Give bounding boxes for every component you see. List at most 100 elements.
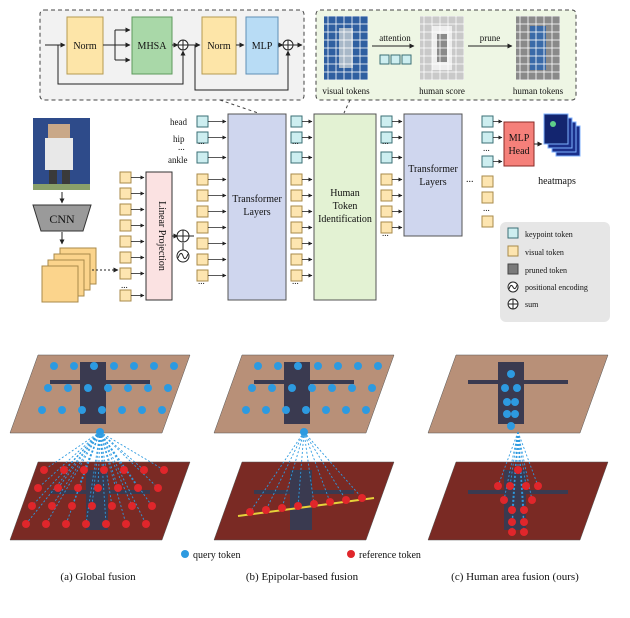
reference-token (358, 494, 366, 502)
query-token (130, 362, 138, 370)
visual-token (196, 253, 209, 266)
query-token (507, 422, 515, 430)
query-token (322, 406, 330, 414)
query-token (248, 384, 256, 392)
cnn-block (32, 204, 92, 232)
legend-visual-swatch (507, 245, 519, 257)
reference-token (122, 520, 130, 528)
reference-token (310, 500, 318, 508)
reference-token (120, 466, 128, 474)
reference-token (506, 482, 514, 490)
transformer-layers-1 (227, 113, 287, 301)
reference-token (534, 482, 542, 490)
query-token (314, 362, 322, 370)
query-token (288, 384, 296, 392)
prune-label: prune (480, 33, 501, 43)
visual-token (290, 189, 303, 202)
visual-token (481, 191, 494, 204)
hti-label-line3: Identification (318, 214, 372, 225)
query-token (362, 406, 370, 414)
query-token (354, 362, 362, 370)
keypoint-token (481, 131, 494, 144)
query-token-legend-label: query token (193, 550, 241, 561)
heatmaps-label: heatmaps (538, 176, 576, 187)
query-token-legend-dot (181, 550, 189, 558)
reference-token (500, 496, 508, 504)
visual-token-column-input: ... (119, 171, 145, 302)
mlp-head-box (503, 121, 535, 167)
query-token (348, 384, 356, 392)
query-token (110, 362, 118, 370)
query-token (242, 406, 250, 414)
reference-token (34, 484, 42, 492)
query-token (138, 406, 146, 414)
reference-token (246, 508, 254, 516)
mlp-head-line2: Head (508, 146, 529, 157)
query-token (274, 362, 282, 370)
keypoint-token (290, 115, 303, 128)
reference-token (28, 502, 36, 510)
reference-token (134, 484, 142, 492)
visual-token (380, 173, 393, 186)
reference-token (102, 520, 110, 528)
query-token (98, 406, 106, 414)
query-token (511, 398, 519, 406)
legend-background (500, 222, 610, 322)
transformer-layers-2-line2: Layers (419, 177, 446, 188)
reference-token (294, 502, 302, 510)
query-token (511, 410, 519, 418)
query-token (503, 398, 511, 406)
query-token (170, 362, 178, 370)
feature-maps (41, 247, 97, 303)
query-token (282, 406, 290, 414)
query-token (90, 362, 98, 370)
reference-token (62, 520, 70, 528)
query-token (104, 384, 112, 392)
transformer-layers-2 (403, 113, 463, 237)
reference-token (508, 528, 516, 536)
reference-token-legend-label: reference token (359, 550, 421, 561)
query-token (294, 362, 302, 370)
caption-human-area-fusion: (c) Human area fusion (ours) (451, 571, 579, 583)
query-token (368, 384, 376, 392)
reference-token (520, 506, 528, 514)
query-token (44, 384, 52, 392)
reference-token (42, 520, 50, 528)
keypoint-token (481, 115, 494, 128)
query-token (308, 384, 316, 392)
input-image (33, 118, 90, 190)
reference-token (528, 496, 536, 504)
visual-token (119, 187, 132, 200)
reference-token (94, 484, 102, 492)
reference-token (160, 466, 168, 474)
reference-token (494, 482, 502, 490)
query-token (300, 428, 308, 436)
visual-token (196, 189, 209, 202)
reference-token (40, 466, 48, 474)
visual-tokens-label: visual tokens (322, 86, 370, 96)
token-ellipsis: ... (198, 276, 205, 286)
fusion-panels (9, 354, 609, 541)
visual-token (196, 173, 209, 186)
query-token (374, 362, 382, 370)
reference-token (60, 466, 68, 474)
visual-token (481, 215, 494, 228)
query-token (158, 406, 166, 414)
reference-token (154, 484, 162, 492)
query-token (124, 384, 132, 392)
caption-global-fusion: (a) Global fusion (60, 571, 136, 583)
query-token (302, 406, 310, 414)
query-token (150, 362, 158, 370)
query-token (70, 362, 78, 370)
norm-label-1: Norm (73, 41, 97, 52)
token-ellipsis: ... (292, 276, 299, 286)
query-token (50, 362, 58, 370)
reference-token (108, 502, 116, 510)
reference-token (142, 520, 150, 528)
query-token (118, 406, 126, 414)
token-ellipsis: ... (292, 136, 299, 146)
visual-token (119, 251, 132, 264)
caption-epipolar-fusion: (b) Epipolar-based fusion (246, 571, 359, 583)
reference-token (522, 482, 530, 490)
